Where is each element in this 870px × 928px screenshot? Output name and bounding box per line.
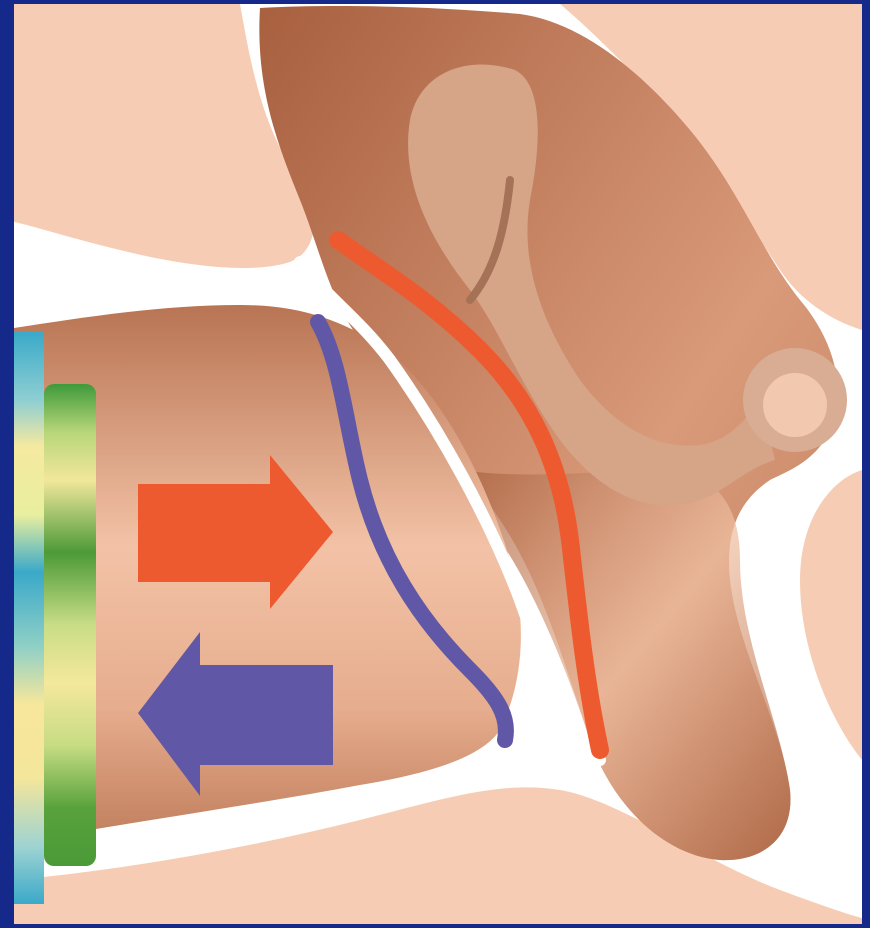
probe-outer-stripe (14, 332, 44, 904)
ring-inner (763, 373, 827, 437)
probe-inner-band (44, 384, 96, 866)
